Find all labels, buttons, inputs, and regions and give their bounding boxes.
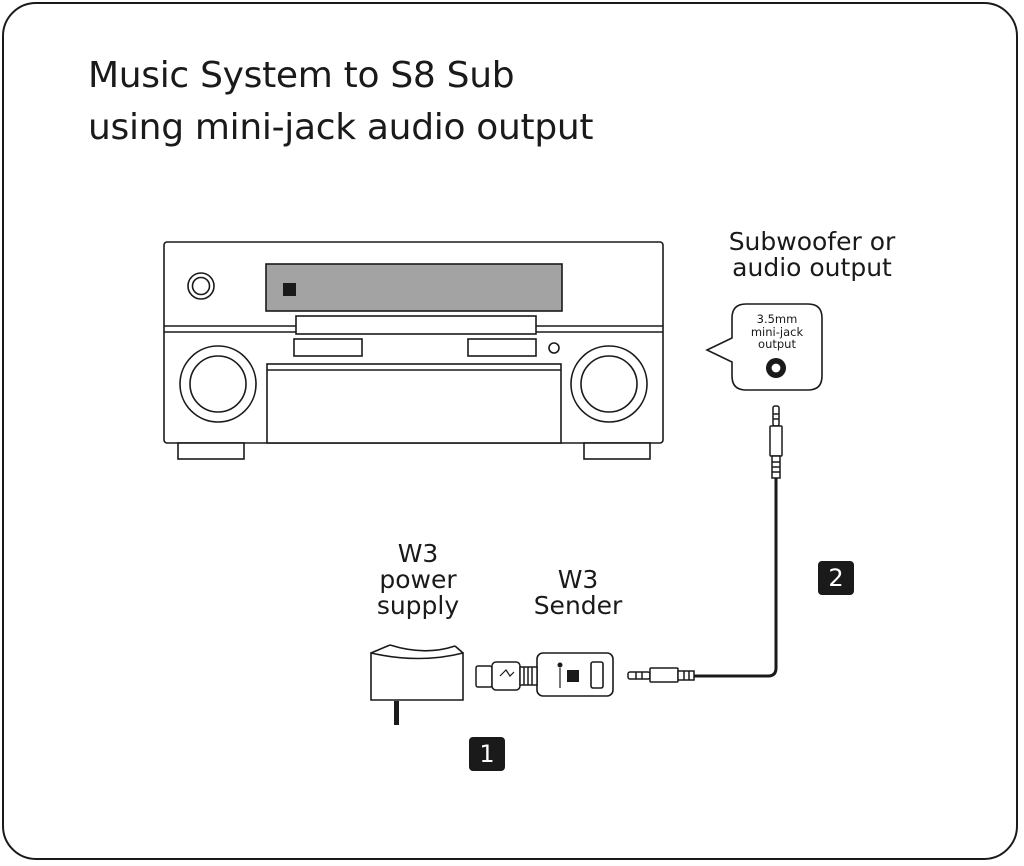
output-label: Subwoofer or audio output: [714, 229, 910, 281]
power-supply-label: W3 power supply: [350, 541, 486, 619]
sender-label-line-2: Sender: [533, 591, 623, 620]
power-supply-label-line-2: power: [379, 565, 457, 594]
callout-line-1: 3.5mm: [756, 312, 798, 326]
sender-label-line-1: W3: [557, 565, 599, 594]
mini-jack-plug-icon: [769, 405, 783, 479]
av-receiver-icon: [163, 241, 664, 460]
mini-jack-callout: [705, 303, 823, 391]
power-supply-label-line-3: supply: [376, 591, 460, 620]
usb-plug-icon: [475, 661, 538, 691]
output-label-line-2: audio output: [732, 253, 892, 282]
power-supply-icon: [370, 644, 464, 725]
w3-sender-icon: [536, 652, 614, 697]
mini-jack-plug-horizontal-icon: [627, 667, 695, 683]
step-1-badge: 1: [469, 737, 505, 771]
diagram-title-line-1: Music System to S8 Sub: [88, 55, 515, 96]
power-supply-label-line-1: W3: [397, 539, 439, 568]
diagram-title-line-2: using mini-jack audio output: [88, 107, 594, 148]
callout-line-2: mini-jack: [750, 324, 804, 339]
audio-cable: [694, 478, 778, 678]
sender-label: W3 Sender: [510, 567, 646, 619]
callout-line-3: output: [758, 337, 796, 351]
callout-label: 3.5mm mini-jack output: [740, 313, 814, 351]
output-label-line-1: Subwoofer or: [728, 227, 896, 256]
step-2-badge: 2: [818, 561, 854, 595]
